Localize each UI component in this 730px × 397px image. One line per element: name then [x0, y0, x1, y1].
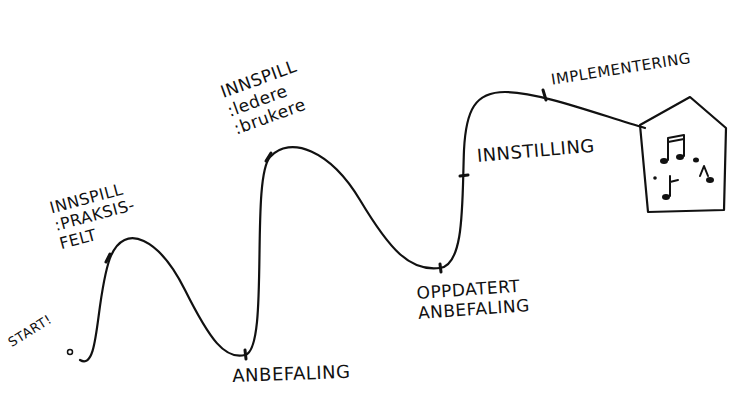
milestone-label: INNSPILL :ledere :brukere [218, 57, 313, 139]
note-heads [653, 154, 714, 200]
house-outline [640, 97, 726, 212]
milestone-label: ANBEFALING [232, 362, 351, 387]
milestone-ticks [106, 90, 546, 359]
start-label: START! [6, 312, 55, 350]
milestone-label: IMPLEMENTERING [550, 50, 692, 89]
start-dot [68, 350, 73, 355]
music-notes [668, 135, 708, 196]
milestone-label: OPPDATERT ANBEFALING [416, 276, 530, 323]
winding-road [80, 92, 645, 361]
milestone-label: INNSPILL :PRAKSIS- FELT [48, 179, 142, 254]
milestone-label: INNSTILLING [476, 136, 596, 167]
